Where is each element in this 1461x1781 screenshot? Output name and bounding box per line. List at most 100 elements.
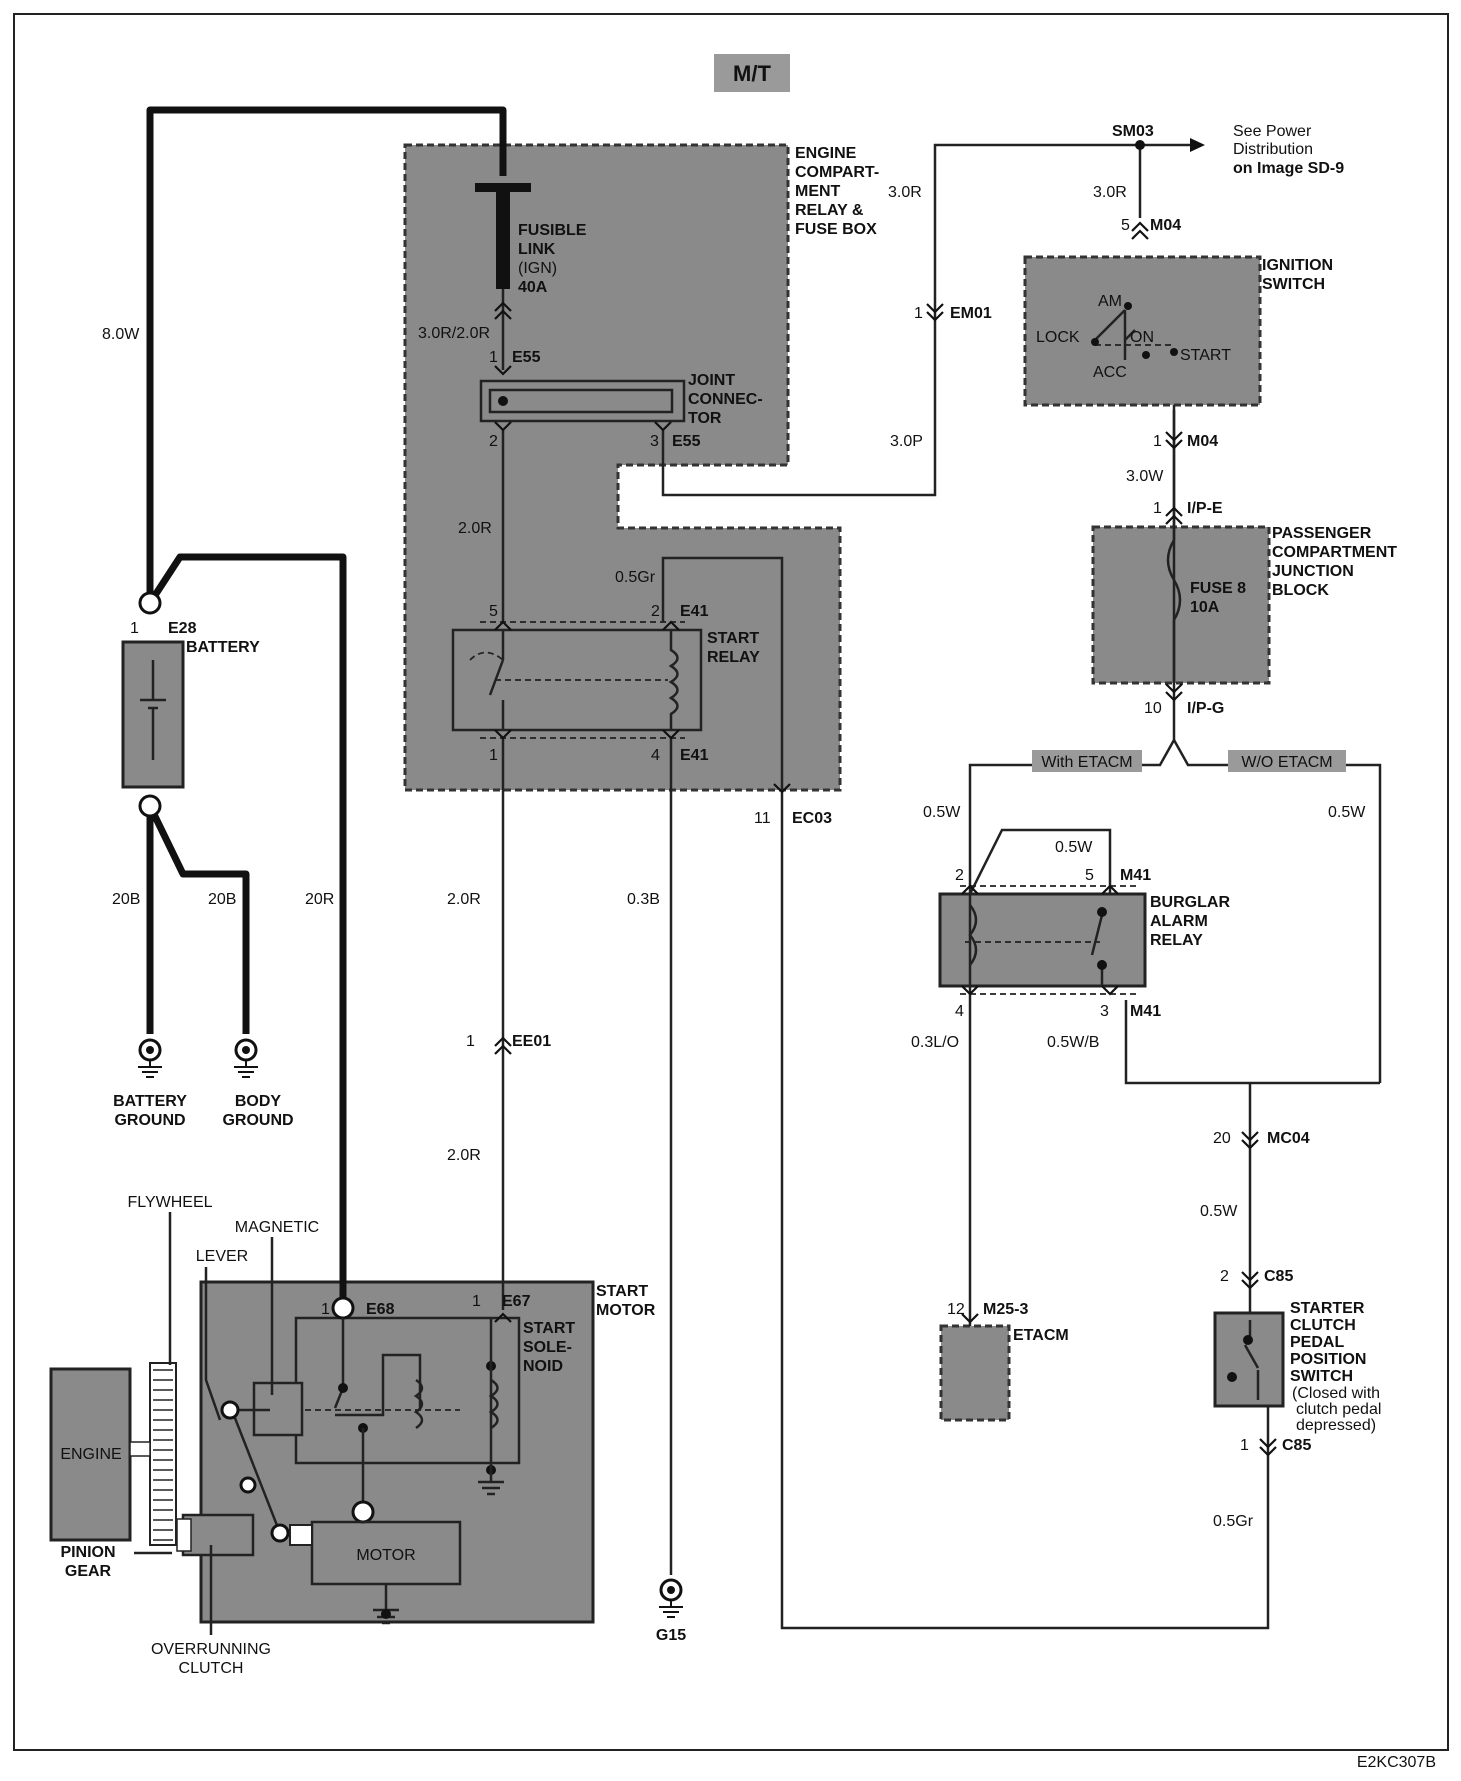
- conn-ee01: EE01: [512, 1033, 551, 1050]
- label-clutch-5: SWITCH: [1290, 1368, 1353, 1385]
- cable-20B-body: [146, 804, 250, 1034]
- label-pinion-2: GEAR: [65, 1563, 112, 1580]
- label-motor: MOTOR: [356, 1547, 415, 1564]
- wire-label-3-0R-2-0R: 3.0R/2.0R: [418, 325, 490, 342]
- clutch-dot-b: [1227, 1372, 1237, 1382]
- callout-lines-lower: [134, 1545, 213, 1635]
- pin-e55-1: 1: [489, 349, 498, 366]
- arrow-right-icon: [1190, 138, 1205, 152]
- pin-ec03-11: 11: [754, 810, 771, 827]
- wire-label-0-5W-left: 0.5W: [923, 804, 961, 821]
- with-etacm-badge: [1032, 750, 1142, 772]
- label-magnetic: MAGNETIC: [235, 1219, 319, 1236]
- label-wo-etacm: W/O ETACM: [1241, 754, 1332, 771]
- flywheel-teeth: [153, 1369, 173, 1541]
- title-badge: [714, 54, 790, 92]
- label-fuse8-1: FUSE 8: [1190, 580, 1246, 597]
- ign-on: ON: [1130, 329, 1154, 346]
- label-engine: ENGINE: [60, 1446, 121, 1463]
- pin-e41-5: 5: [489, 603, 498, 620]
- label-burglar-3: RELAY: [1150, 932, 1203, 949]
- ign-am: AM: [1098, 293, 1122, 310]
- joint-dot: [498, 396, 508, 406]
- pin-c85-1: 1: [1240, 1437, 1249, 1454]
- label-clutch-note-3: depressed): [1296, 1417, 1376, 1434]
- label-body-ground-2: GROUND: [222, 1112, 293, 1129]
- ign-acc: ACC: [1093, 364, 1127, 381]
- label-fusible-4: 40A: [518, 279, 548, 296]
- connector-chevron-icon: [961, 1313, 979, 1324]
- conn-ip-e: I/P-E: [1187, 500, 1223, 517]
- motor-ground-dot: [381, 1609, 391, 1619]
- lever-pivot-bottom: [270, 1523, 290, 1543]
- connector-chevron-icon: [662, 620, 680, 631]
- wire-3-0P: [661, 143, 1190, 497]
- wire-label-3-0W: 3.0W: [1126, 468, 1164, 485]
- conn-m04-top: M04: [1150, 217, 1181, 234]
- terminal-e68: [331, 1296, 355, 1320]
- connector-chevron-icon: [1165, 506, 1183, 517]
- pin-e41-4: 4: [651, 747, 660, 764]
- connector-chevron-icon: [654, 421, 672, 432]
- conn-em01: EM01: [950, 305, 992, 322]
- conn-c85-top: C85: [1264, 1268, 1293, 1285]
- conn-e41-top: E41: [680, 603, 709, 620]
- label-lever: LEVER: [196, 1248, 248, 1265]
- fusible-link-element: [496, 186, 510, 289]
- conn-ec03: EC03: [792, 810, 832, 827]
- burglar-dot-a: [1097, 907, 1107, 917]
- connector-chevron-icon: [494, 309, 512, 320]
- connector-chevron-icon: [1259, 1446, 1277, 1457]
- wire-label-0-3B: 0.3B: [627, 891, 660, 908]
- pin-e68-1: 1: [321, 1301, 330, 1318]
- label-clutch-2: CLUTCH: [1290, 1317, 1356, 1334]
- label-start-motor-1: START: [596, 1283, 648, 1300]
- joint-connector: [479, 379, 686, 423]
- connector-chevrons: [494, 221, 1277, 1457]
- connector-chevron-icon: [1259, 1438, 1277, 1449]
- label-clutch-1: STARTER: [1290, 1300, 1365, 1317]
- diagram-code: E2KC307B: [1357, 1754, 1436, 1771]
- lever-pivot-top: [220, 1400, 240, 1420]
- wire-label-20B-a: 20B: [112, 891, 140, 908]
- label-clutch-3: PEDAL: [1290, 1334, 1344, 1351]
- diagram-frame: [13, 13, 1449, 1751]
- pin-ee01-1: 1: [466, 1033, 475, 1050]
- pinion-teeth: [176, 1518, 192, 1552]
- ign-dot-on: [1142, 351, 1150, 359]
- conn-m04-bottom: M04: [1187, 433, 1218, 450]
- conn-m41-bottom: M41: [1130, 1003, 1161, 1020]
- solenoid-ground-icon: [478, 1470, 504, 1496]
- motor-terminal: [351, 1500, 375, 1524]
- label-battery-ground-1: BATTERY: [113, 1093, 187, 1110]
- engine-compartment-box: [403, 143, 842, 792]
- pin-ip-g-10: 10: [1144, 700, 1162, 717]
- wire-label-0-3L-O: 0.3L/O: [911, 1034, 959, 1051]
- connector-chevron-icon: [1165, 691, 1183, 702]
- label-body-ground-1: BODY: [235, 1093, 282, 1110]
- wire-label-0-5W-B: 0.5W/B: [1047, 1034, 1099, 1051]
- cable-8-0W: [146, 106, 507, 603]
- label-engine-box-1: ENGINE: [795, 145, 857, 162]
- start-relay: [451, 628, 703, 732]
- pinion-gear: [181, 1513, 255, 1557]
- connector-chevron-icon: [494, 1312, 512, 1323]
- connector-chevron-icon: [494, 620, 512, 631]
- wire-label-0-5Gr-c85: 0.5Gr: [1213, 1513, 1254, 1530]
- callout-lines: [168, 1212, 274, 1421]
- body-ground-icon: [234, 1038, 258, 1078]
- label-engine-box-4: RELAY &: [795, 202, 864, 219]
- connector-chevron-icon: [1165, 514, 1183, 525]
- relay-arc: [469, 651, 504, 661]
- lever-pivot-mid: [239, 1476, 257, 1494]
- connector-chevron-icon: [494, 729, 512, 740]
- label-solenoid-2: SOLE-: [523, 1339, 572, 1356]
- conn-e68: E68: [366, 1301, 395, 1318]
- see-note-2: Distribution: [1233, 141, 1313, 158]
- conn-mc04: MC04: [1267, 1130, 1310, 1147]
- wire-label-0-5W-mc04: 0.5W: [1200, 1203, 1238, 1220]
- pin-m41-3: 3: [1100, 1003, 1109, 1020]
- connector-chevron-icon: [1131, 229, 1149, 240]
- connector-chevron-icon: [1241, 1271, 1259, 1282]
- solenoid-coil-icon: [413, 1378, 499, 1430]
